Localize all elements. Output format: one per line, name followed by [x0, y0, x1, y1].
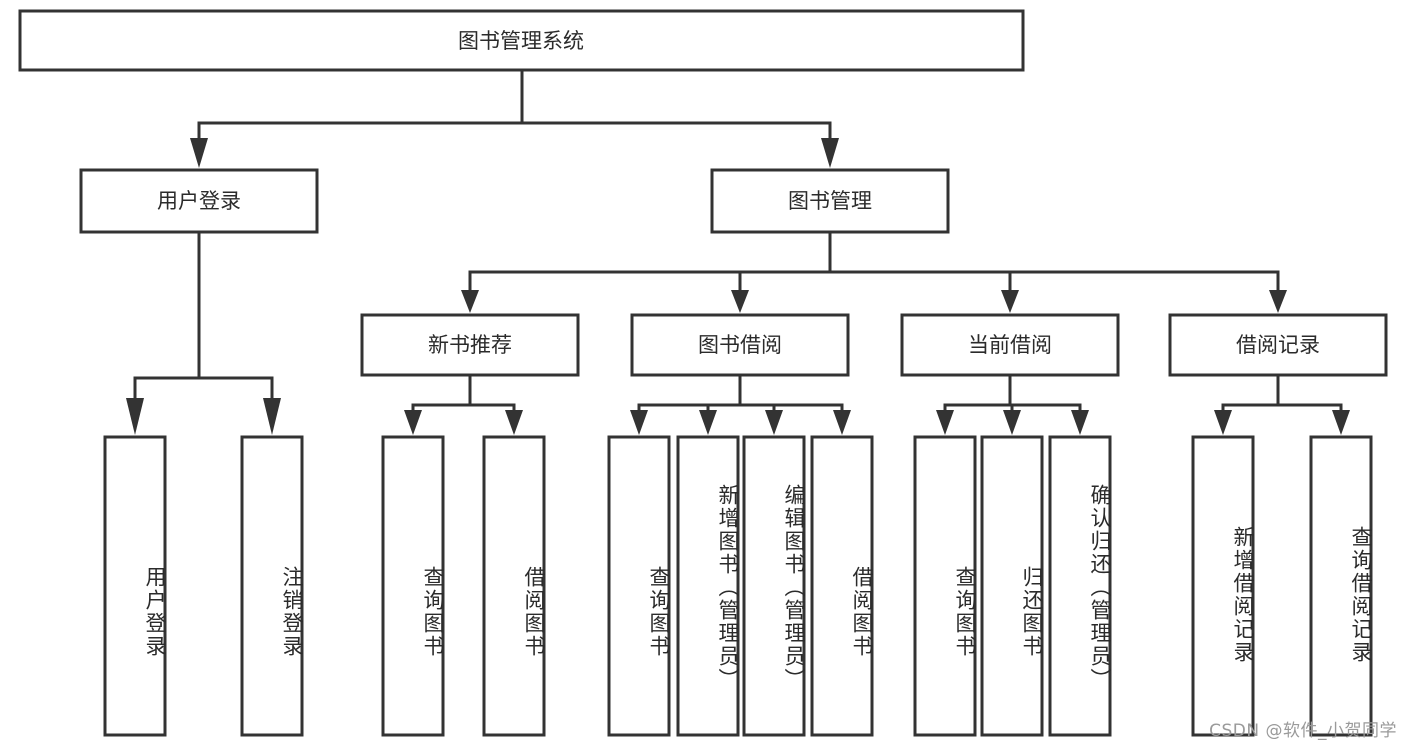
arrow-head-currentborrow [1001, 290, 1019, 313]
leaf-query-record-box[interactable] [1309, 435, 1373, 737]
node-root-system-box[interactable] [18, 9, 1025, 72]
arrow-head-bookborrow [731, 290, 749, 313]
node-borrow-record-label: 借阅记录 [1236, 333, 1320, 357]
node-user-login-box[interactable] [79, 168, 319, 234]
arrow-head-bookmanage [821, 138, 839, 168]
connector-group-borrowrecord [1214, 373, 1350, 435]
leaf-borrow-book-1-box[interactable] [482, 435, 546, 737]
node-borrow-record[interactable]: 借阅记录 [1168, 313, 1388, 377]
connector-group-userlogin [126, 230, 281, 435]
leaf-borrow-book-2-box[interactable] [810, 435, 874, 737]
connector-group-currentborrow [936, 373, 1089, 435]
node-current-borrow-label: 当前借阅 [968, 333, 1052, 357]
node-root-system[interactable]: 图书管理系统 [18, 9, 1025, 72]
node-current-borrow[interactable]: 当前借阅 [900, 313, 1120, 377]
connector-group-newbook [404, 373, 523, 435]
node-user-login[interactable]: 用户登录 [79, 168, 319, 234]
node-book-borrow[interactable]: 图书借阅 [630, 313, 850, 377]
arrow-head-newbook [461, 290, 479, 313]
leaf-confirm-return-box[interactable] [1048, 435, 1112, 737]
leaf-boxes-group [103, 435, 1373, 737]
node-current-borrow-box[interactable] [900, 313, 1120, 377]
arrow-head-leaf-query-record [1332, 410, 1350, 435]
csdn-watermark: CSDN @软件_小贺同学 [1209, 721, 1397, 741]
leaf-user-login-box[interactable] [103, 435, 167, 737]
node-new-book-recommend-box[interactable] [360, 313, 580, 377]
arrow-head-leaf-borrow-book-1 [505, 410, 523, 435]
arrow-head-leaf-edit-book [765, 410, 783, 435]
node-book-manage-label: 图书管理 [788, 189, 872, 213]
arrow-head-leaf-user-login [126, 398, 144, 435]
node-book-manage[interactable]: 图书管理 [710, 168, 950, 234]
arrow-head-leaf-user-logout [263, 398, 281, 435]
node-borrow-record-box[interactable] [1168, 313, 1388, 377]
arrow-head-borrowrecord [1269, 290, 1287, 313]
node-user-login-label: 用户登录 [157, 189, 241, 213]
leaf-add-record-box[interactable] [1191, 435, 1255, 737]
node-book-borrow-box[interactable] [630, 313, 850, 377]
node-new-book-recommend[interactable]: 新书推荐 [360, 313, 580, 377]
node-root-system-label: 图书管理系统 [458, 29, 584, 53]
arrow-head-leaf-return-book [1003, 410, 1021, 435]
leaf-add-book-box[interactable] [676, 435, 740, 737]
connector-group-bookmanage [461, 230, 1287, 313]
arrow-head-leaf-add-record [1214, 410, 1232, 435]
node-new-book-recommend-label: 新书推荐 [428, 333, 512, 357]
arrow-head-leaf-borrow-book-2 [833, 410, 851, 435]
leaf-edit-book-box[interactable] [742, 435, 806, 737]
arrow-head-leaf-query-book-3 [936, 410, 954, 435]
arrow-head-leaf-confirm-return [1071, 410, 1089, 435]
leaf-query-book-1-box[interactable] [381, 435, 445, 737]
arrow-head-leaf-query-book-1 [404, 410, 422, 435]
arrow-head-leaf-query-book-2 [630, 410, 648, 435]
arrow-head-leaf-add-book [699, 410, 717, 435]
arrow-head-userlogin [190, 138, 208, 168]
connector-group-root [190, 68, 839, 168]
leaf-user-logout-box[interactable] [240, 435, 304, 737]
leaf-return-book-box[interactable] [980, 435, 1044, 737]
leaf-query-book-3-box[interactable] [913, 435, 977, 737]
connector-group-bookborrow [630, 373, 851, 435]
leaf-query-book-2-box[interactable] [607, 435, 671, 737]
node-book-borrow-label: 图书借阅 [698, 333, 782, 357]
node-book-manage-box[interactable] [710, 168, 950, 234]
